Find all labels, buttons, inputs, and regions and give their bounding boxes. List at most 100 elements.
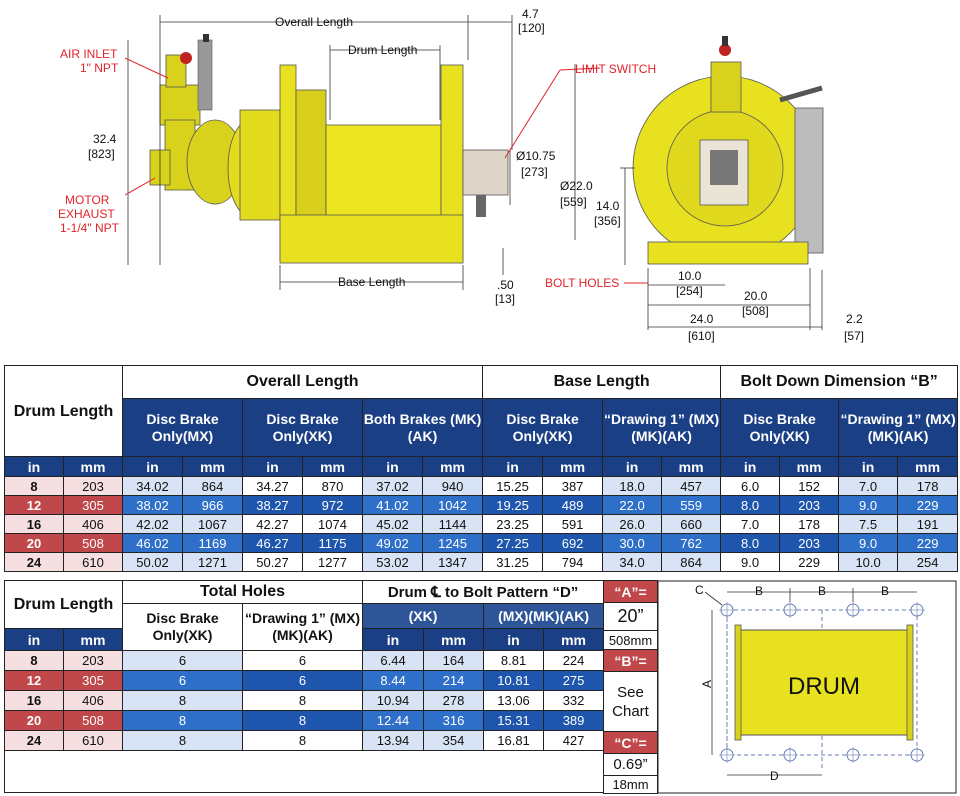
dim-254: [254] bbox=[676, 284, 703, 298]
unit-in: in bbox=[4, 456, 64, 477]
base-length-header: Base Length bbox=[482, 365, 722, 399]
value-cell: 8 bbox=[242, 710, 364, 731]
value-cell: 7.0 bbox=[720, 514, 781, 534]
value-cell: 559 bbox=[661, 495, 722, 515]
value-cell: 16.81 bbox=[483, 730, 545, 751]
value-cell: 34.27 bbox=[242, 476, 304, 496]
value-cell: 164 bbox=[423, 650, 485, 671]
value-cell: 489 bbox=[542, 495, 604, 515]
unit-mm: mm bbox=[661, 456, 722, 477]
value-cell: 1271 bbox=[182, 552, 244, 572]
value-cell: 49.02 bbox=[362, 533, 424, 553]
value-cell: 12.44 bbox=[362, 710, 425, 731]
table-footer-blank bbox=[3, 750, 605, 793]
value-cell: 387 bbox=[542, 476, 604, 496]
value-cell: 214 bbox=[423, 670, 485, 691]
value-cell: 8.81 bbox=[483, 650, 545, 671]
value-cell: 38.27 bbox=[242, 495, 304, 515]
bolt-pattern-diagram: C B B B A D DRUM bbox=[657, 580, 957, 794]
value-cell: 316 bbox=[423, 710, 485, 731]
dim-120: [120] bbox=[518, 21, 545, 35]
value-cell: 1347 bbox=[422, 552, 484, 572]
value-cell: 203 bbox=[779, 533, 840, 553]
drum-label: DRUM bbox=[788, 673, 860, 700]
drum-length-cell: 8 bbox=[4, 650, 64, 671]
air-inlet-size: 1" NPT bbox=[80, 61, 119, 75]
unit-mm: mm bbox=[302, 456, 364, 477]
value-cell: 34.0 bbox=[602, 552, 663, 572]
value-cell: 15.31 bbox=[483, 710, 545, 731]
dim-273: [273] bbox=[521, 165, 548, 179]
b-label: “B”= bbox=[603, 649, 658, 672]
value-cell: 229 bbox=[897, 533, 959, 553]
dim-823: [823] bbox=[88, 147, 115, 161]
value-cell: 692 bbox=[542, 533, 604, 553]
sub-header: “Drawing 1” (MX)(MK)(AK) bbox=[838, 398, 959, 457]
unit-in: in bbox=[838, 456, 899, 477]
d-dimension-label: D bbox=[770, 769, 779, 783]
drum-length-cell: 610 bbox=[62, 552, 124, 572]
value-cell: 46.27 bbox=[242, 533, 304, 553]
unit-in: in bbox=[602, 456, 663, 477]
drum-length-cell: 508 bbox=[62, 533, 124, 553]
value-cell: 1175 bbox=[302, 533, 364, 553]
value-cell: 1245 bbox=[422, 533, 484, 553]
value-cell: 178 bbox=[897, 476, 959, 496]
value-cell: 8 bbox=[242, 730, 364, 751]
value-cell: 864 bbox=[182, 476, 244, 496]
value-cell: 8.44 bbox=[362, 670, 425, 691]
value-cell: 6 bbox=[242, 670, 364, 691]
motor-exhaust-label-2: EXHAUST bbox=[58, 207, 115, 221]
value-cell: 53.02 bbox=[362, 552, 424, 572]
value-cell: 15.25 bbox=[482, 476, 544, 496]
overall-length-label: Overall Length bbox=[275, 15, 353, 29]
drum-length-cell: 16 bbox=[4, 514, 64, 534]
sub-header: Disc Brake Only(XK) bbox=[482, 398, 604, 457]
value-cell: 972 bbox=[302, 495, 364, 515]
drum-length-cell: 305 bbox=[62, 495, 124, 515]
value-cell: 229 bbox=[897, 495, 959, 515]
c-mm: 18mm bbox=[603, 775, 658, 794]
value-cell: 1074 bbox=[302, 514, 364, 534]
value-cell: 10.94 bbox=[362, 690, 425, 711]
sub-header: “Drawing 1” (MX)(MK)(AK) bbox=[242, 603, 364, 651]
c-inches: 0.69” bbox=[603, 753, 658, 776]
unit-in: in bbox=[4, 628, 64, 651]
drum-length-header: Drum Length bbox=[3, 580, 124, 629]
drum-shape bbox=[738, 629, 910, 736]
value-cell: 8 bbox=[122, 690, 244, 711]
value-cell: 870 bbox=[302, 476, 364, 496]
value-cell: 6.0 bbox=[720, 476, 781, 496]
value-cell: 31.25 bbox=[482, 552, 544, 572]
value-cell: 254 bbox=[897, 552, 959, 572]
winch-end-view bbox=[632, 36, 824, 265]
value-cell: 8.0 bbox=[720, 533, 781, 553]
value-cell: 41.02 bbox=[362, 495, 424, 515]
sub-header: “Drawing 1” (MX)(MK)(AK) bbox=[602, 398, 722, 457]
motor-exhaust-label-1: MOTOR bbox=[65, 193, 110, 207]
unit-mm: mm bbox=[62, 628, 124, 651]
value-cell: 46.02 bbox=[122, 533, 184, 553]
unit-in: in bbox=[242, 456, 304, 477]
value-cell: 457 bbox=[661, 476, 722, 496]
value-cell: 50.02 bbox=[122, 552, 184, 572]
value-cell: 278 bbox=[423, 690, 485, 711]
value-cell: 354 bbox=[423, 730, 485, 751]
value-cell: 22.0 bbox=[602, 495, 663, 515]
value-cell: 7.5 bbox=[838, 514, 899, 534]
dim-356: [356] bbox=[594, 214, 621, 228]
value-cell: 203 bbox=[779, 495, 840, 515]
value-cell: 10.81 bbox=[483, 670, 545, 691]
dim-508: [508] bbox=[742, 304, 769, 318]
c-label: “C”= bbox=[603, 731, 658, 754]
value-cell: 50.27 bbox=[242, 552, 304, 572]
drum-length-cell: 24 bbox=[4, 552, 64, 572]
value-cell: 8 bbox=[242, 690, 364, 711]
value-cell: 152 bbox=[779, 476, 840, 496]
value-cell: 13.06 bbox=[483, 690, 545, 711]
